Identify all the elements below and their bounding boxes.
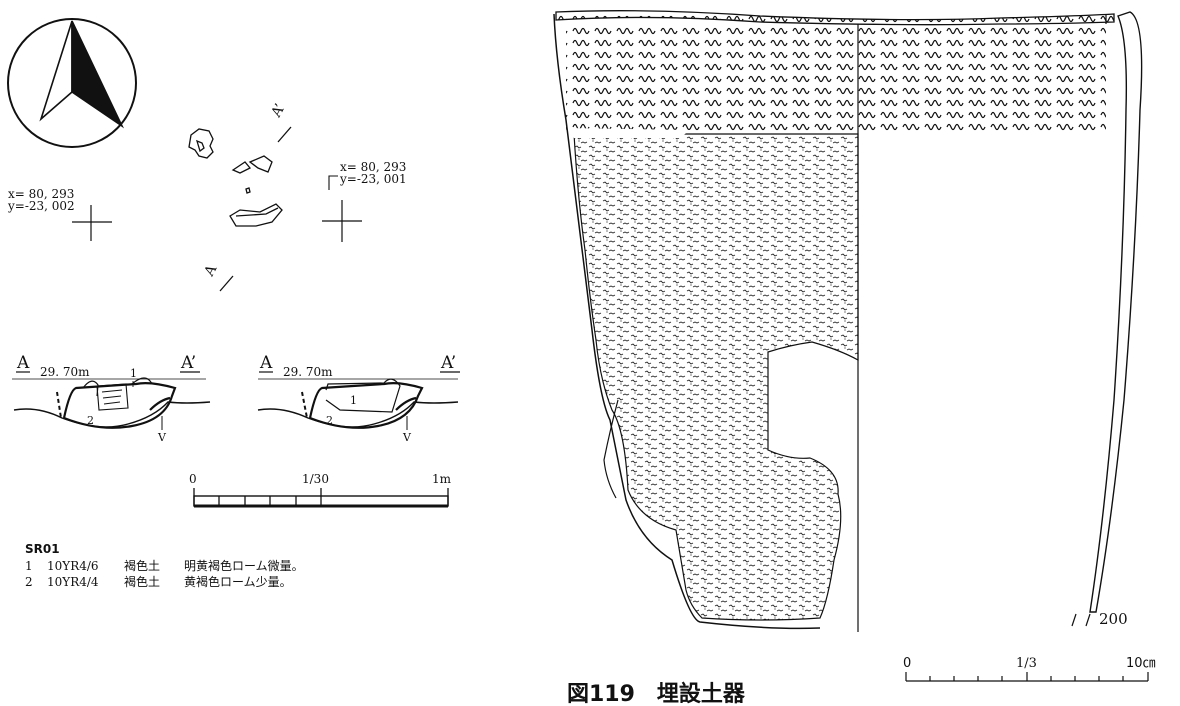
sec-right-elevation: 29. 70m: [283, 365, 333, 379]
legend-row-2-no: 2: [25, 575, 33, 589]
scale-bar-1-3: 0 1/3 10㎝: [903, 656, 1156, 682]
soil-legend: SR01 1 10YR4/6 褐色土 明黄褐色ローム微量。 2 10YR4/4 …: [25, 542, 304, 589]
sec-left-a: A: [16, 353, 30, 373]
legend-row-1-soil: 褐色土: [124, 558, 160, 573]
plan-view: x= 80, 293 y=-23, 002 x= 80, 293 y=-23, …: [7, 101, 407, 292]
legend-row-1-note: 明黄褐色ローム微量。: [184, 558, 304, 573]
sec-right-a-prime: A’: [440, 353, 456, 373]
figure-caption: 図119 埋設土器: [567, 681, 746, 706]
legend-row-1-no: 1: [25, 559, 33, 573]
scale-small-zero: 0: [189, 472, 197, 486]
coords-left-x: x= 80, 293: [8, 187, 74, 201]
sec-right-v: V: [402, 431, 412, 444]
legend-row-2-soil: 褐色土: [124, 574, 160, 589]
legend-row-2-code: 10YR4/4: [47, 575, 99, 589]
sec-left-elevation: 29. 70m: [40, 365, 90, 379]
sec-left-layer-2: 2: [87, 414, 94, 427]
sec-left-v: V: [157, 431, 167, 444]
plan-label-a-prime: A’: [268, 101, 288, 120]
scale-large-end: 10㎝: [1126, 656, 1156, 671]
scale-small-ratio: 1/30: [302, 472, 329, 486]
legend-title: SR01: [25, 542, 60, 556]
sec-right-a: A: [259, 353, 273, 373]
coords-right-y: y=-23, 001: [339, 172, 407, 186]
scale-large-zero: 0: [903, 656, 911, 671]
section-right: A 29. 70m A’ 1 2 V: [257, 353, 460, 444]
legend-row-1-code: 10YR4/6: [47, 559, 99, 573]
sec-right-layer-2: 2: [326, 414, 333, 427]
sec-left-a-prime: A’: [180, 353, 196, 373]
sherd-fragments: [188, 128, 283, 227]
pottery-vessel-drawing: [553, 10, 1143, 632]
scale-small-end: 1m: [432, 472, 452, 486]
sec-left-layer-1: 1: [130, 367, 137, 380]
scale-large-ratio: 1/3: [1016, 656, 1037, 671]
coords-right-x: x= 80, 293: [340, 160, 406, 174]
north-arrow-icon: [7, 18, 137, 148]
section-left: A 29. 70m A’ 1 2 V: [12, 353, 211, 444]
grid-cross-right: [322, 200, 362, 242]
scale-bar-1-30: 0 1/30 1m: [189, 472, 452, 508]
coords-left-y: y=-23, 002: [7, 199, 75, 213]
sec-right-layer-1: 1: [350, 394, 357, 407]
plan-label-a: A: [201, 262, 221, 280]
vessel-number: 200: [1099, 610, 1128, 628]
grid-cross-left: [72, 205, 112, 241]
legend-row-2-note: 黄褐色ローム少量。: [184, 574, 292, 589]
